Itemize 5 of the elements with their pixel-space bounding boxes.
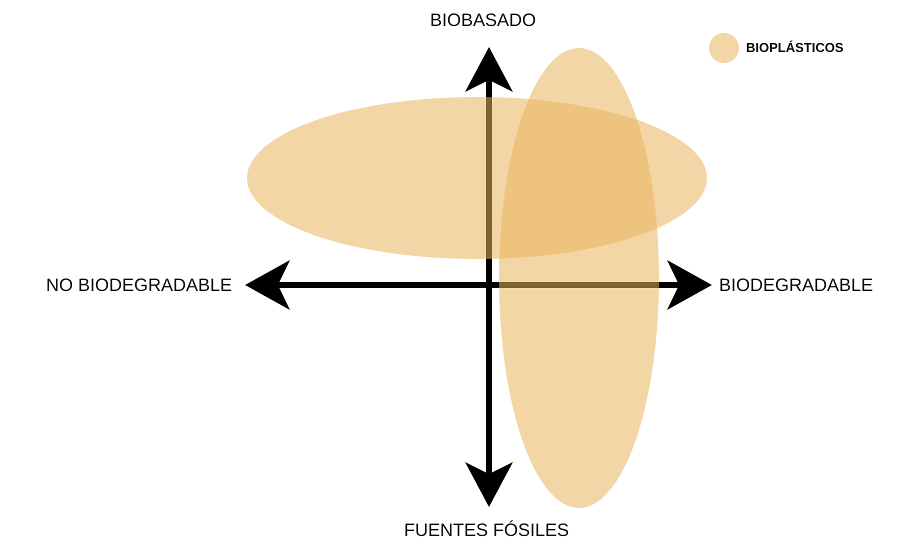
legend-label: BIOPLÁSTICOS <box>746 40 844 56</box>
axis-label: BIOBASADO <box>430 10 536 30</box>
axis-label: FUENTES FÓSILES <box>404 520 570 540</box>
axis-label: BIODEGRADABLE <box>719 275 874 295</box>
axis-label: NO BIODEGRADABLE <box>46 275 232 295</box>
